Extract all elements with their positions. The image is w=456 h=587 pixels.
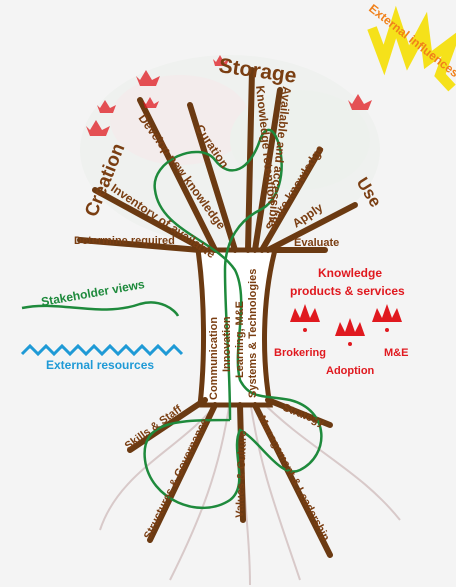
stakeholder-views-label: Stakeholder views [40,277,146,309]
brokering-label: Brokering [274,347,326,359]
systems-label: Systems & Technologies [247,269,259,398]
wave-icon [22,346,182,354]
adoption-label: Adoption [326,365,375,377]
determine-required-label: Determine required [74,235,175,247]
products-title-line2: products & services [290,284,405,298]
learning-label: Learning, M&E [234,301,246,378]
products-title-line1: Knowledge [318,266,382,280]
skills-staff-label: Skills & Staff [123,403,185,452]
flower-icon [290,304,402,346]
me-label: M&E [384,347,408,359]
evaluate-label: Evaluate [294,237,339,249]
values-culture-label: Values & Culture [234,430,249,518]
innovation-label: Innovation [221,316,233,372]
external-resources-label: External resources [46,358,154,372]
communication-label: Communication [208,317,220,400]
